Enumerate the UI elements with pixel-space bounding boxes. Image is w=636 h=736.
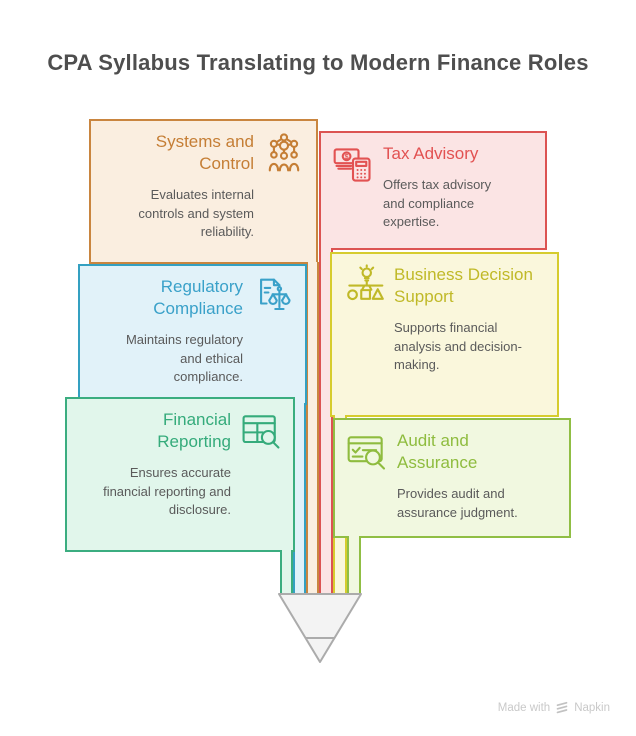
card-regulatory-compliance: Regulatory Compliance Maintains regulato… (78, 264, 307, 405)
napkin-logo-icon (556, 701, 568, 714)
card-description: Provides audit and assurance judgment. (397, 486, 518, 520)
idea-decision-icon (342, 264, 386, 308)
org-network-icon (262, 131, 306, 175)
card-description: Maintains regulatory and ethical complia… (125, 332, 243, 385)
card-description: Evaluates internal controls and system r… (138, 187, 254, 240)
watermark-text: Made with (497, 702, 551, 714)
card-title: Audit and Assurance (397, 431, 478, 473)
table-magnifier-icon (239, 409, 283, 453)
card-description: Supports financial analysis and decision… (394, 320, 522, 373)
card-title: Tax Advisory (383, 144, 479, 163)
card-financial-reporting: Financial Reporting Ensures accurate fin… (65, 397, 295, 552)
svg-text:$: $ (345, 152, 349, 161)
pencil-strip-audit-assurance (347, 536, 361, 594)
napkin-watermark[interactable]: Made with Napkin (498, 701, 610, 715)
page-title: CPA Syllabus Translating to Modern Finan… (47, 50, 589, 75)
watermark-brand: Napkin (574, 702, 610, 714)
card-title: Systems and Control (155, 132, 254, 174)
pencil-strip-systems-and-control (306, 262, 319, 594)
card-title: Regulatory Compliance (153, 277, 243, 319)
document-scales-icon (251, 276, 295, 320)
card-systems-and-control: Systems and Control Evaluates internal c… (89, 119, 318, 264)
card-tax-advisory: $ Tax Advisory Offers tax advisory and c… (319, 131, 547, 250)
card-audit-and-assurance: Audit and Assurance Provides audit and a… (333, 418, 571, 538)
pencil-strip-financial-reporting (280, 550, 293, 594)
card-title: Business Decision Support (394, 265, 533, 307)
card-title: Financial Reporting (157, 410, 231, 452)
checklist-magnifier-icon (345, 430, 389, 474)
money-calculator-icon: $ (331, 143, 375, 187)
card-business-decision-support: Business Decision Support Supports finan… (330, 252, 559, 417)
pencil-tip (278, 593, 362, 663)
card-description: Ensures accurate financial reporting and… (103, 465, 231, 518)
pencil-strip-tax-advisory (319, 248, 333, 594)
card-description: Offers tax advisory and compliance exper… (383, 177, 492, 229)
